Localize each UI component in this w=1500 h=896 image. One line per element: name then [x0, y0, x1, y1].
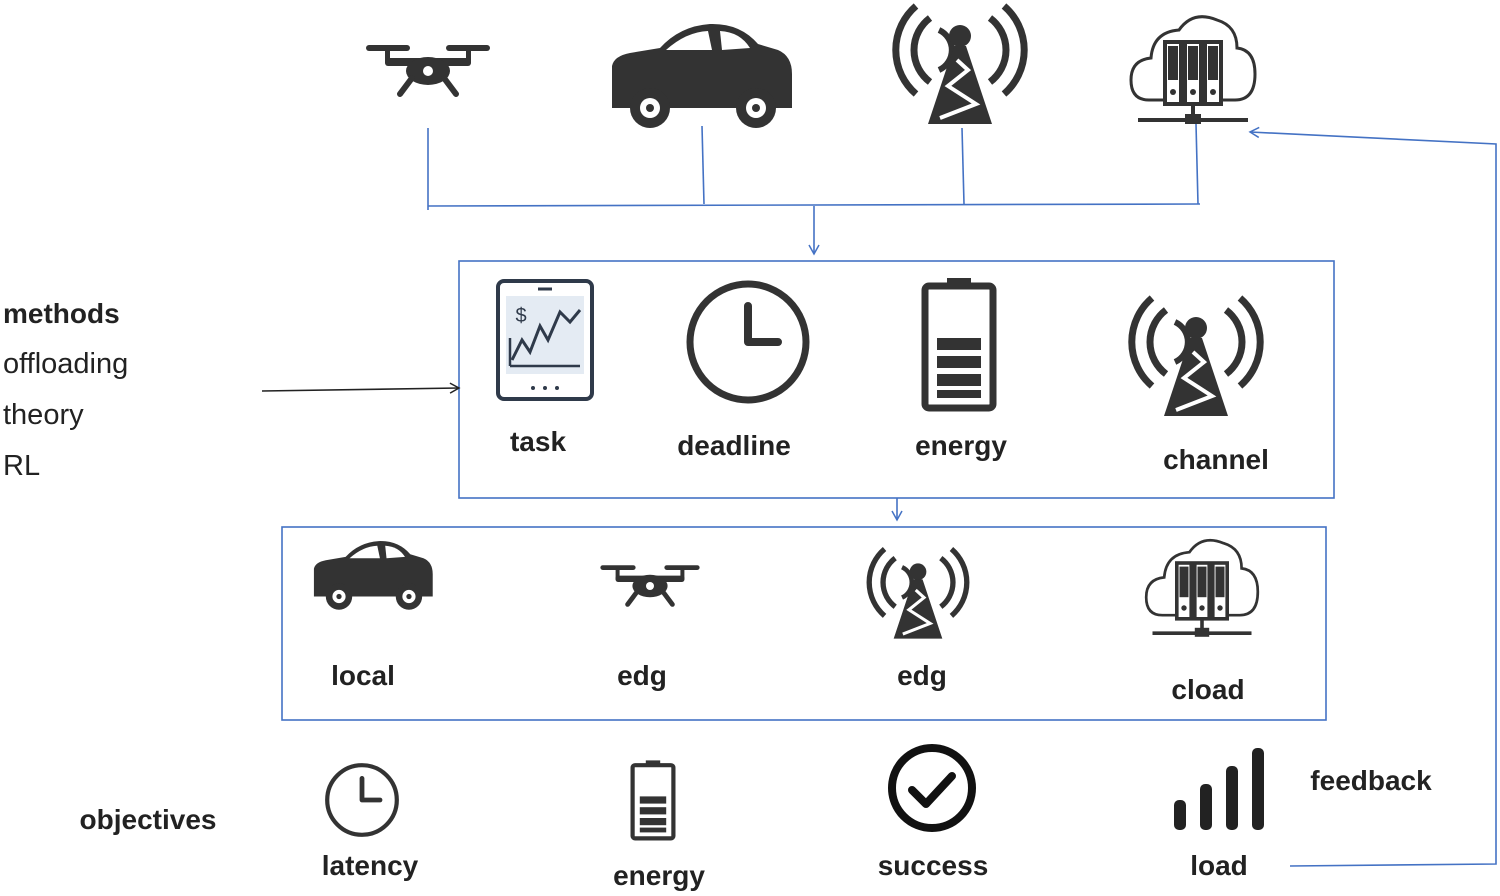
- local-label: local: [331, 660, 395, 691]
- feedback-label: feedback: [1310, 765, 1432, 796]
- task-currency-symbol: $: [515, 305, 527, 327]
- success-label: success: [877, 850, 989, 881]
- objective-energy-label: energy: [613, 860, 705, 891]
- method-offloading: offloading: [3, 348, 129, 380]
- edg-tower-icon: [869, 549, 967, 639]
- methods-arrow: [261, 382, 461, 394]
- feedback-loop-arrow: [1248, 126, 1497, 867]
- top-car-icon: [612, 23, 792, 128]
- load-signal-bars-icon: [1174, 748, 1264, 830]
- tablet-chart-icon: [496, 279, 594, 401]
- top-cloud-server-icon: [1129, 14, 1257, 126]
- energy-battery-icon: [925, 278, 993, 408]
- objectives-title: objectives: [79, 804, 217, 835]
- method-rl: RL: [3, 450, 41, 482]
- edg-drone-icon: [600, 565, 699, 604]
- energy-label: energy: [915, 430, 1007, 461]
- channel-label: channel: [1163, 444, 1269, 475]
- action-box: [281, 526, 1327, 721]
- deadline-clock-icon: [690, 284, 806, 400]
- cloud-server-icon: [1144, 538, 1260, 639]
- top-drone-icon: [366, 45, 490, 94]
- methods-title: methods: [3, 298, 120, 329]
- method-theory: theory: [3, 399, 84, 431]
- edg-tower-label: edg: [897, 660, 947, 691]
- top-connectors: [427, 123, 1201, 256]
- latency-clock-icon: [327, 765, 397, 835]
- deadline-label: deadline: [677, 430, 791, 461]
- cloud-label: cload: [1171, 674, 1245, 705]
- latency-label: latency: [321, 850, 419, 881]
- task-label: task: [509, 426, 567, 457]
- load-label: load: [1190, 850, 1248, 881]
- local-car-icon: [313, 541, 433, 610]
- success-check-circle-icon: [888, 744, 976, 832]
- top-tower-icon: [896, 6, 1024, 124]
- edg-drone-label: edg: [617, 660, 667, 691]
- channel-tower-icon: [1132, 298, 1260, 416]
- energy-battery-small-icon: [633, 760, 674, 838]
